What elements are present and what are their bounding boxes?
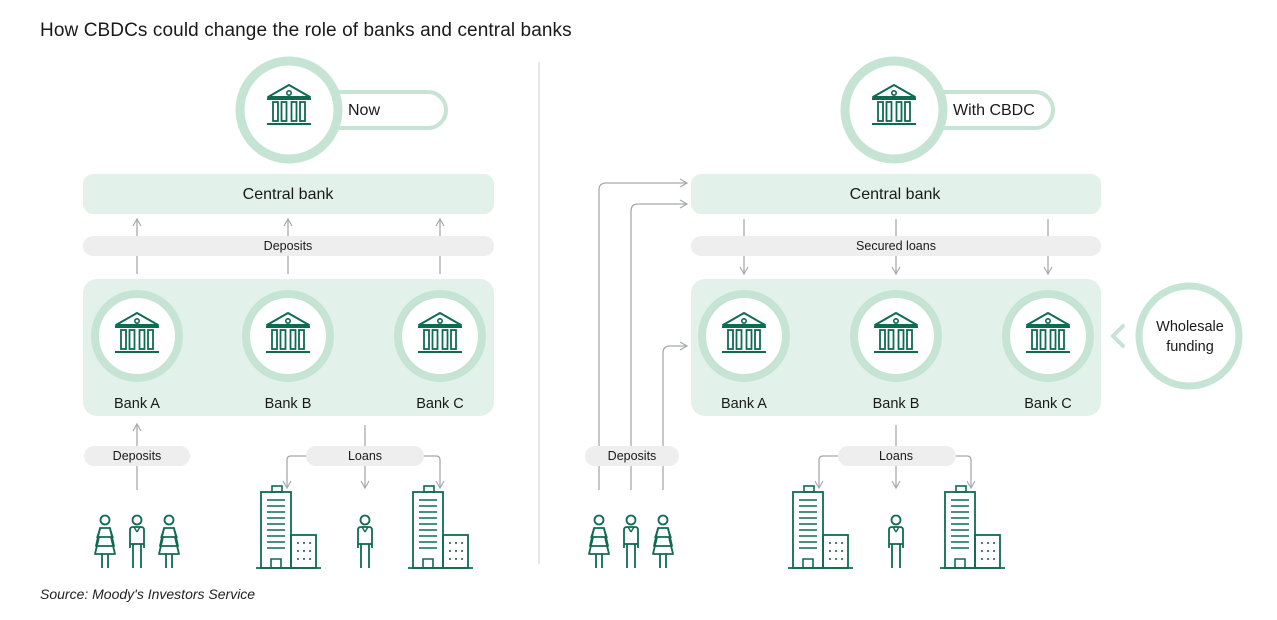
figure-title: How CBDCs could change the role of banks… (40, 20, 572, 41)
secured-loans-pill (691, 236, 1101, 256)
office-building-icon (255, 485, 322, 569)
bank-a-label: Bank A (721, 396, 767, 412)
wholesale-funding-ring (1135, 282, 1243, 390)
bank-b-label: Bank B (265, 396, 312, 412)
man-icon (357, 514, 373, 569)
woman-icon (588, 514, 610, 569)
central-bank-label: Central bank (850, 186, 942, 203)
man-icon (623, 514, 639, 569)
loans-pill (306, 446, 424, 466)
office-building-icon (787, 485, 854, 569)
now-header-ring (235, 56, 343, 164)
cbdc-header-ring (840, 56, 948, 164)
man-icon (129, 514, 145, 569)
deposits-pill-top (83, 236, 494, 256)
deposits-pill-bottom (585, 446, 679, 466)
loans-pill (838, 446, 956, 466)
central-bank-bar (83, 174, 494, 214)
source-note: Source: Moody's Investors Service (40, 586, 256, 602)
wholesale-label-line1: Wholesale (1156, 319, 1224, 335)
bank-b-label: Bank B (873, 396, 920, 412)
bank-a-label: Bank A (114, 396, 160, 412)
office-building-icon (407, 485, 474, 569)
deposits-label-top: Deposits (264, 239, 313, 253)
office-building-icon (939, 485, 1006, 569)
deposits-label-bottom: Deposits (608, 449, 657, 463)
loans-label: Loans (348, 449, 382, 463)
man-icon (888, 514, 904, 569)
wholesale-label-line2: funding (1166, 339, 1214, 355)
woman-icon (652, 514, 674, 569)
secured-loans-label: Secured loans (856, 239, 936, 253)
woman-icon (94, 514, 116, 569)
right-panel-with-cbdc: With CBDC Central bank Secured loans Ban… (585, 56, 1243, 569)
deposits-pill-bottom (84, 446, 190, 466)
left-panel-now: Now Central bank Deposits Bank A Bank B … (83, 56, 494, 569)
now-tag-label: Now (348, 102, 380, 119)
woman-icon (158, 514, 180, 569)
deposits-label-bottom: Deposits (113, 449, 162, 463)
bank-c-label: Bank C (1024, 396, 1072, 412)
loans-label: Loans (879, 449, 913, 463)
chevron-left-icon (1111, 324, 1125, 348)
cbdc-tag-label: With CBDC (953, 102, 1035, 119)
bank-c-label: Bank C (416, 396, 464, 412)
central-bank-label: Central bank (243, 186, 335, 203)
central-bank-bar (691, 174, 1101, 214)
